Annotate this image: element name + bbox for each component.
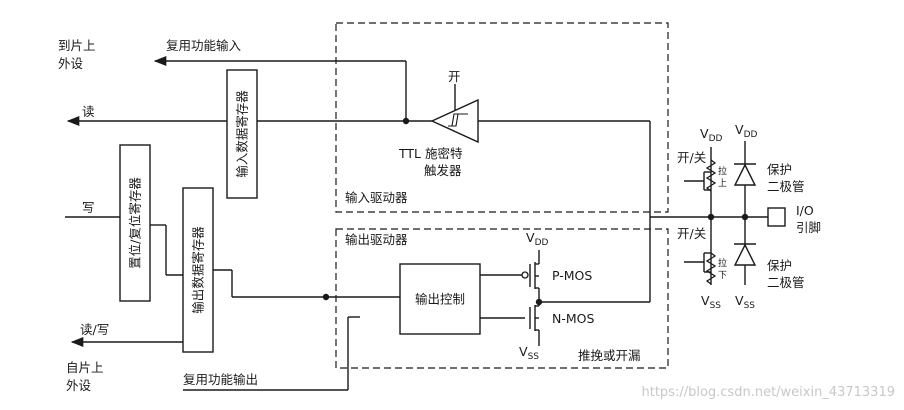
pull-down-label-1: 拉	[718, 257, 727, 269]
pull-down-label-2: 下	[718, 271, 727, 281]
output-data-register-box	[182, 187, 214, 353]
output-driver-region	[335, 228, 669, 369]
set-reset-register-label: 置位/复位寄存器	[128, 177, 143, 269]
from-chip-peripheral-label-2: 外设	[66, 378, 92, 393]
protect-diode-top-label-1: 保护	[767, 162, 792, 177]
switch-on-label: 开	[448, 69, 461, 84]
protect-diode-bottom	[733, 243, 757, 266]
on-off-top-label: 开/关	[677, 150, 706, 165]
alt-func-input-label: 复用功能输入	[166, 38, 242, 53]
vss-pulldown-label: VSS	[701, 293, 721, 311]
output-driver-label: 输出驱动器	[345, 232, 408, 247]
nmos-transistor	[529, 305, 539, 331]
protect-diode-bottom-label-1: 保护	[767, 258, 792, 273]
write-label: 写	[82, 200, 95, 215]
push-pull-open-drain-label: 推挽或开漏	[578, 348, 641, 363]
vss-main-label: VSS	[519, 344, 539, 362]
nmos-label: N-MOS	[552, 311, 594, 326]
protect-diode-bottom-label-2: 二极管	[767, 275, 805, 290]
on-off-bottom-label: 开/关	[677, 226, 706, 241]
pull-down-resistor	[684, 252, 717, 285]
read-label: 读	[82, 104, 95, 119]
io-pin-box	[767, 207, 786, 227]
alt-func-output-label: 复用功能输出	[183, 372, 258, 387]
output-data-register-label: 输出数据寄存器	[191, 226, 206, 314]
pull-up-label-1: 拉	[718, 165, 727, 177]
output-control-box	[399, 263, 481, 335]
ttl-schmitt-label-2: 触发器	[424, 163, 462, 178]
from-chip-peripheral-label-1: 自片上	[66, 360, 104, 375]
io-pin-label-1: I/O	[796, 203, 814, 218]
vdd-pullup-label: VDD	[700, 126, 722, 144]
input-data-register-label: 输入数据寄存器	[235, 90, 250, 178]
pull-up-resistor	[684, 159, 717, 192]
input-data-register-box	[226, 69, 258, 199]
watermark-text: https://blog.csdn.net/weixin_43713319	[641, 385, 895, 400]
vdd-main-label: VDD	[526, 230, 548, 248]
input-driver-label: 输入驱动器	[345, 190, 408, 205]
pmos-transistor	[521, 262, 539, 289]
input-driver-region	[335, 22, 669, 213]
vss-diode-label: VSS	[735, 293, 755, 311]
to-chip-peripheral-label-1: 到片上	[58, 38, 96, 53]
output-control-label: 输出控制	[415, 292, 465, 307]
to-chip-peripheral-label-2: 外设	[58, 56, 84, 71]
protect-diode-top-label-2: 二极管	[767, 179, 805, 194]
signal-wires	[65, 55, 768, 391]
schmitt-trigger	[430, 84, 479, 144]
ttl-schmitt-label-1: TTL 施密特	[398, 146, 463, 161]
set-reset-register-box	[119, 144, 151, 302]
read-write-label: 读/写	[80, 322, 109, 337]
protect-diode-top	[733, 163, 757, 186]
pull-up-label-2: 上	[718, 178, 727, 189]
pmos-label: P-MOS	[552, 268, 592, 283]
vdd-diode-label: VDD	[735, 122, 757, 140]
io-pin-label-2: 引脚	[796, 220, 821, 235]
